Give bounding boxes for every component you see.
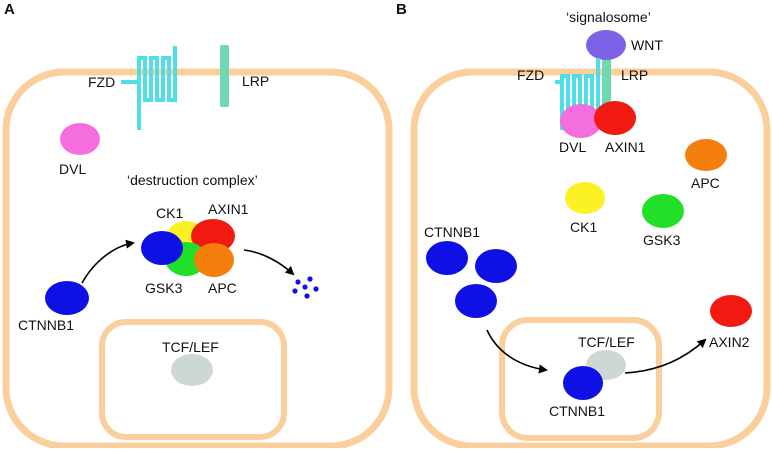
- panel-b-axin1: [594, 101, 636, 135]
- panel-b-ctnnb1-label: CTNNB1: [424, 224, 480, 240]
- panel-b-letter: B: [396, 1, 407, 18]
- panel-a-letter: A: [4, 1, 15, 18]
- panel-a-axin1-label: AXIN1: [208, 201, 249, 217]
- panel-a-degraded-fragments: [292, 276, 319, 299]
- panel-a-gsk3-label: GSK3: [145, 280, 183, 296]
- panel-a-nucleus: [99, 319, 287, 440]
- panel-b-nucleus: [499, 317, 662, 441]
- panel-b-arrow-tcf-to-axin2: [624, 338, 707, 374]
- panel-b-wnt: [586, 30, 626, 60]
- panel-a-axin1: [191, 219, 235, 253]
- panel-b-cell-membrane: [410, 68, 771, 450]
- panel-a-tcf-lef: [171, 354, 213, 386]
- panel-a-tcf-lef-label: TCF/LEF: [162, 339, 219, 355]
- panel-a-fzd-label: FZD: [88, 74, 115, 90]
- panel-b-arrow-ctnnb1-to-nucleus: [486, 329, 548, 374]
- panel-a-destruction-complex-title: ‘destruction complex’: [127, 172, 258, 188]
- panel-b-wnt-label: WNT: [631, 37, 663, 53]
- panel-b-ctnnb1-nuclear-label: CTNNB1: [549, 403, 605, 419]
- panel-b-ctnnb1-1: [426, 241, 468, 275]
- panel-a-dvl: [60, 123, 100, 155]
- panel-a-fzd-receptor: [121, 46, 177, 130]
- panel-a-apc-label: APC: [208, 280, 237, 296]
- panel-b-tcf-lef-label: TCF/LEF: [578, 334, 635, 350]
- panel-b-lrp-receptor: [602, 47, 611, 117]
- panel-a-apc: [194, 243, 234, 277]
- panel-b-gsk3-label: GSK3: [643, 232, 681, 248]
- panel-b-axin2: [710, 295, 752, 327]
- panel-a-dvl-label: DVL: [59, 161, 86, 177]
- panel-a-ctnnb1-in-complex: [141, 231, 183, 265]
- panel-b-ctnnb1-3: [455, 284, 497, 318]
- panel-b-ctnnb1-nuclear: [563, 366, 603, 400]
- panel-b-apc-label: APC: [691, 175, 720, 191]
- panel-a-arrow-ctnnb1-to-complex: [81, 239, 135, 284]
- panel-b-signalosome-title: ‘signalosome’: [566, 9, 651, 25]
- panel-b-gsk3: [642, 194, 684, 228]
- panel-a-ck1-label: CK1: [156, 205, 183, 221]
- panel-b-dvl: [560, 104, 602, 138]
- panel-b-axin2-label: AXIN2: [709, 334, 750, 350]
- panel-a-lrp-label: LRP: [242, 73, 269, 89]
- panel-a-ctnnb1: [45, 281, 89, 315]
- panel-b-fzd-label: FZD: [517, 67, 544, 83]
- panel-b-lrp-label: LRP: [621, 67, 648, 83]
- panel-b-apc: [685, 139, 727, 171]
- panel-b: B ‘signalosome’ WNT FZD LRP DVL AXIN1 AP…: [396, 1, 771, 450]
- panel-a: A FZD LRP DVL ‘destruction complex’ CK1 …: [2, 1, 393, 450]
- panel-a-ctnnb1-label: CTNNB1: [18, 317, 74, 333]
- panel-b-dvl-label: DVL: [559, 139, 586, 155]
- panel-b-ck1: [565, 182, 605, 214]
- panel-b-ctnnb1-2: [475, 249, 517, 283]
- panel-a-cell-membrane: [2, 68, 393, 450]
- panel-b-axin1-label: AXIN1: [605, 139, 646, 155]
- panel-a-arrow-complex-to-degradation: [243, 249, 295, 276]
- panel-a-lrp-receptor: [220, 45, 229, 107]
- panel-b-ck1-label: CK1: [570, 219, 597, 235]
